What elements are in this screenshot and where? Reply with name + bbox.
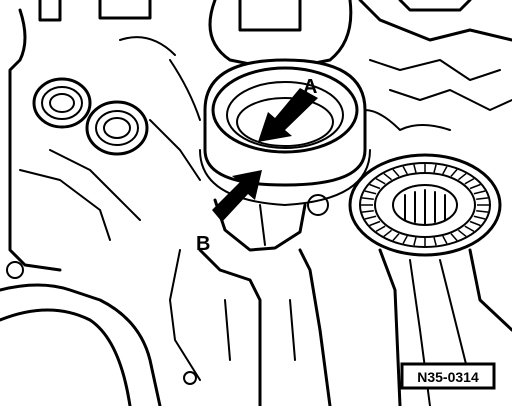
bearing-tooth xyxy=(457,173,467,181)
bearing-tooth xyxy=(383,229,393,237)
bearing-tooth xyxy=(464,225,475,233)
bearing-tooth xyxy=(469,183,481,190)
bearing-tooth xyxy=(413,164,417,173)
bearing-tooth xyxy=(392,169,400,177)
bearing-tooth xyxy=(361,197,374,201)
left-seal-upper xyxy=(32,77,92,129)
reference-code-box: N35-0314 xyxy=(400,362,496,390)
bearing-tooth xyxy=(450,233,458,241)
bearing-tooth xyxy=(473,190,486,195)
bearing-tooth xyxy=(364,190,377,195)
bearing-tooth xyxy=(361,209,374,213)
bearing-tooth xyxy=(392,233,400,241)
bearing-tooth xyxy=(469,220,481,227)
reference-code: N35-0314 xyxy=(417,369,479,385)
bearing-tooth xyxy=(442,166,448,175)
callout-a: A xyxy=(303,76,317,98)
bearing-tooth xyxy=(402,235,408,244)
arrow-a-icon xyxy=(258,88,318,142)
bearing-tooth xyxy=(450,169,458,177)
bearing-tooth xyxy=(369,183,381,190)
bearing-tooth xyxy=(375,177,386,185)
bearing-tooth xyxy=(364,215,377,220)
bearing-tooth xyxy=(402,166,408,175)
bearing-tooth xyxy=(433,237,437,246)
bearing-tooth xyxy=(433,164,437,173)
bearing-tooth xyxy=(464,177,475,185)
left-seal-lower xyxy=(85,100,149,156)
bearing-tooth xyxy=(476,197,489,201)
right-bearing xyxy=(348,153,502,257)
housing-ribs xyxy=(169,194,332,406)
bearing-tooth xyxy=(473,215,486,220)
bearing-tooth xyxy=(457,229,467,237)
bearing-tooth xyxy=(413,237,417,246)
arrow-b-icon xyxy=(212,170,262,222)
bearing-tooth xyxy=(375,225,386,233)
bearing-tooth xyxy=(476,209,489,213)
callout-b: B xyxy=(196,233,210,255)
bearing-tooth xyxy=(369,220,381,227)
bearing-tooth xyxy=(383,173,393,181)
bearing-tooth xyxy=(442,235,448,244)
